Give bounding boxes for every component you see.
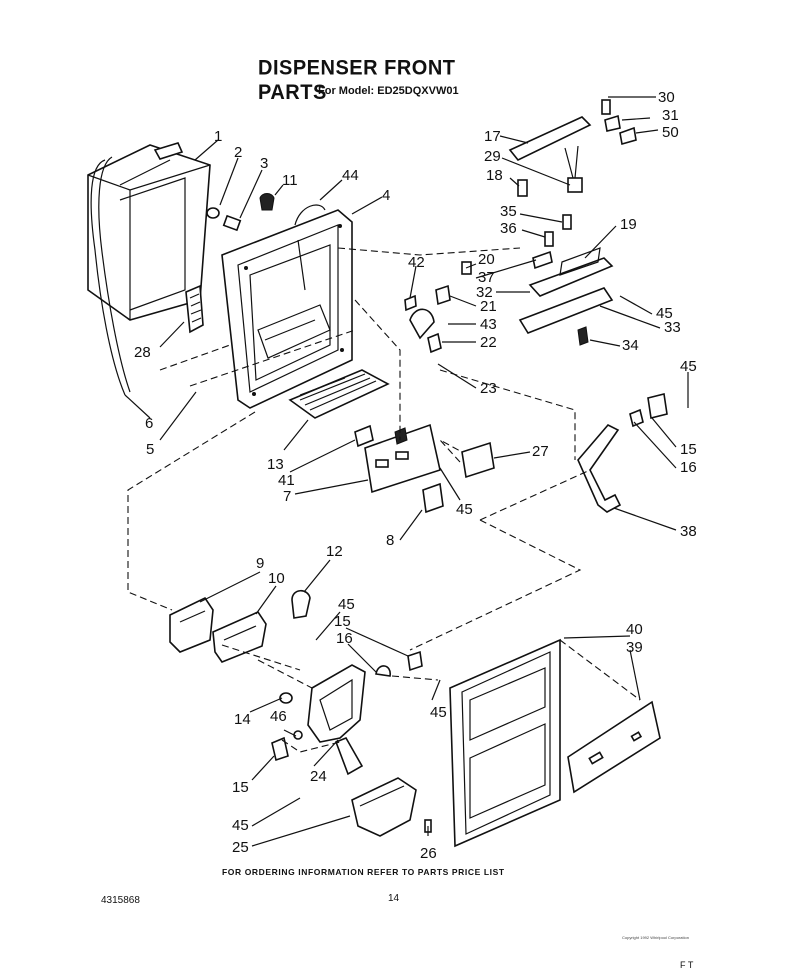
- callout-18: 18: [486, 167, 503, 184]
- corner-marks: F T: [680, 960, 694, 970]
- callout-14: 14: [234, 711, 251, 728]
- model-subtitle: For Model: ED25DQXVW01: [318, 85, 459, 97]
- callout-24: 24: [310, 768, 327, 785]
- callout-8: 8: [386, 532, 394, 549]
- part-10-bracket: [212, 610, 267, 663]
- callout-15c: 15: [232, 779, 249, 796]
- part-25-cup: [351, 777, 432, 837]
- callout-labels: 1 2 3 11 44 4 28 6 5 13 41 7 45 8 27 30 …: [134, 89, 697, 862]
- part-12-bracket: [291, 589, 311, 619]
- callout-11: 11: [282, 172, 298, 189]
- part-7-control-panel: [354, 423, 441, 494]
- part-24-lever: [307, 664, 366, 776]
- callout-35: 35: [500, 203, 517, 220]
- callout-33: 33: [664, 319, 681, 336]
- part-8-panel: [422, 482, 444, 514]
- callout-45b: 45: [656, 305, 673, 322]
- callout-1: 1: [214, 128, 222, 145]
- callout-21: 21: [480, 298, 497, 315]
- part-39-panel-insert: [567, 700, 661, 794]
- callout-12: 12: [326, 543, 343, 560]
- callout-9: 9: [256, 555, 264, 572]
- part-1-ice-container: [87, 142, 211, 396]
- callout-38: 38: [680, 523, 697, 540]
- callout-15b: 15: [334, 613, 351, 630]
- part-19-32-33-bracket: [518, 247, 614, 346]
- callout-44: 44: [342, 167, 359, 184]
- part-30-31-50-clips: [601, 99, 637, 146]
- copyright-fine-print: Copyright 1992 Whirlpool Corporation: [622, 935, 689, 940]
- part-27-panel: [461, 441, 495, 479]
- callout-16b: 16: [336, 630, 353, 647]
- callout-32: 32: [476, 284, 493, 301]
- part-40-door-panel: [449, 638, 561, 848]
- part-14-46-15-small: [271, 650, 423, 762]
- callout-28: 28: [134, 344, 151, 361]
- callout-36: 36: [500, 220, 517, 237]
- callout-45f: 45: [232, 817, 249, 834]
- callout-45d: 45: [338, 596, 355, 613]
- callout-23: 23: [480, 380, 497, 397]
- part-28-strip: [185, 284, 204, 334]
- callout-43: 43: [480, 316, 497, 333]
- part-17-bar: [508, 116, 592, 161]
- callout-10: 10: [268, 570, 285, 587]
- callout-6: 6: [145, 415, 153, 432]
- callout-7: 7: [283, 488, 291, 505]
- part-38-lever-arm: [577, 393, 668, 513]
- part-18-35-36-screws: [517, 179, 572, 247]
- callout-41: 41: [278, 472, 295, 489]
- page-title: DISPENSER FRONT PARTS: [258, 56, 456, 105]
- part-2-3-fittings: [206, 193, 275, 232]
- callout-16: 16: [680, 459, 697, 476]
- callout-39: 39: [626, 639, 643, 656]
- callout-15: 15: [680, 441, 697, 458]
- callout-22: 22: [480, 334, 497, 351]
- assembly-dashed-lines: [127, 247, 641, 753]
- callout-46: 46: [270, 708, 287, 725]
- ordering-info-note: FOR ORDERING INFORMATION REFER TO PARTS …: [222, 867, 505, 877]
- callout-34: 34: [622, 337, 639, 354]
- part-9-housing: [169, 596, 214, 653]
- callout-27: 27: [532, 443, 549, 460]
- callout-45e: 45: [430, 704, 447, 721]
- callout-20: 20: [478, 251, 495, 268]
- callout-31: 31: [662, 107, 679, 124]
- callout-40: 40: [626, 621, 643, 638]
- document-number: 4315868: [101, 895, 140, 906]
- callout-17: 17: [484, 128, 501, 145]
- callout-13: 13: [267, 456, 284, 473]
- page-number: 14: [388, 893, 400, 904]
- part-29-switch: [564, 145, 583, 193]
- callout-3: 3: [260, 155, 268, 172]
- callout-30: 30: [658, 89, 675, 106]
- callout-4: 4: [382, 187, 390, 204]
- callout-37: 37: [478, 269, 495, 286]
- callout-45: 45: [456, 501, 473, 518]
- callout-5: 5: [146, 441, 154, 458]
- callout-42: 42: [408, 254, 425, 271]
- leader-lines: [124, 96, 689, 847]
- part-4-dispenser-housing: [221, 204, 353, 409]
- part-13-grille: [288, 369, 390, 419]
- callout-45c: 45: [680, 358, 697, 375]
- callout-29: 29: [484, 148, 501, 165]
- callout-26: 26: [420, 845, 437, 862]
- callout-19: 19: [620, 216, 637, 233]
- callout-25: 25: [232, 839, 249, 856]
- callout-2: 2: [234, 144, 242, 161]
- callout-50: 50: [662, 124, 679, 141]
